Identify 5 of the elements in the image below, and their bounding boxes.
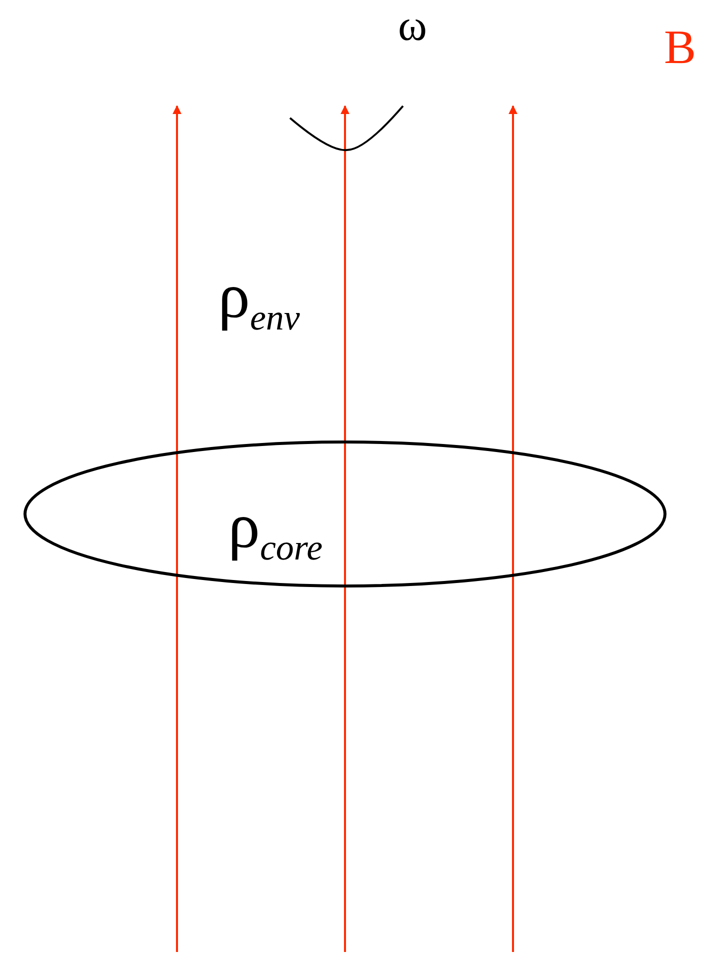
core-density-label: ρ$_{core}$ [228, 494, 323, 566]
envelope-density-label: ρ$_{env}$ [218, 264, 300, 336]
core-ellipse [23, 440, 667, 588]
field-symbol: B [664, 24, 696, 72]
omega-symbol: ω [398, 4, 427, 48]
